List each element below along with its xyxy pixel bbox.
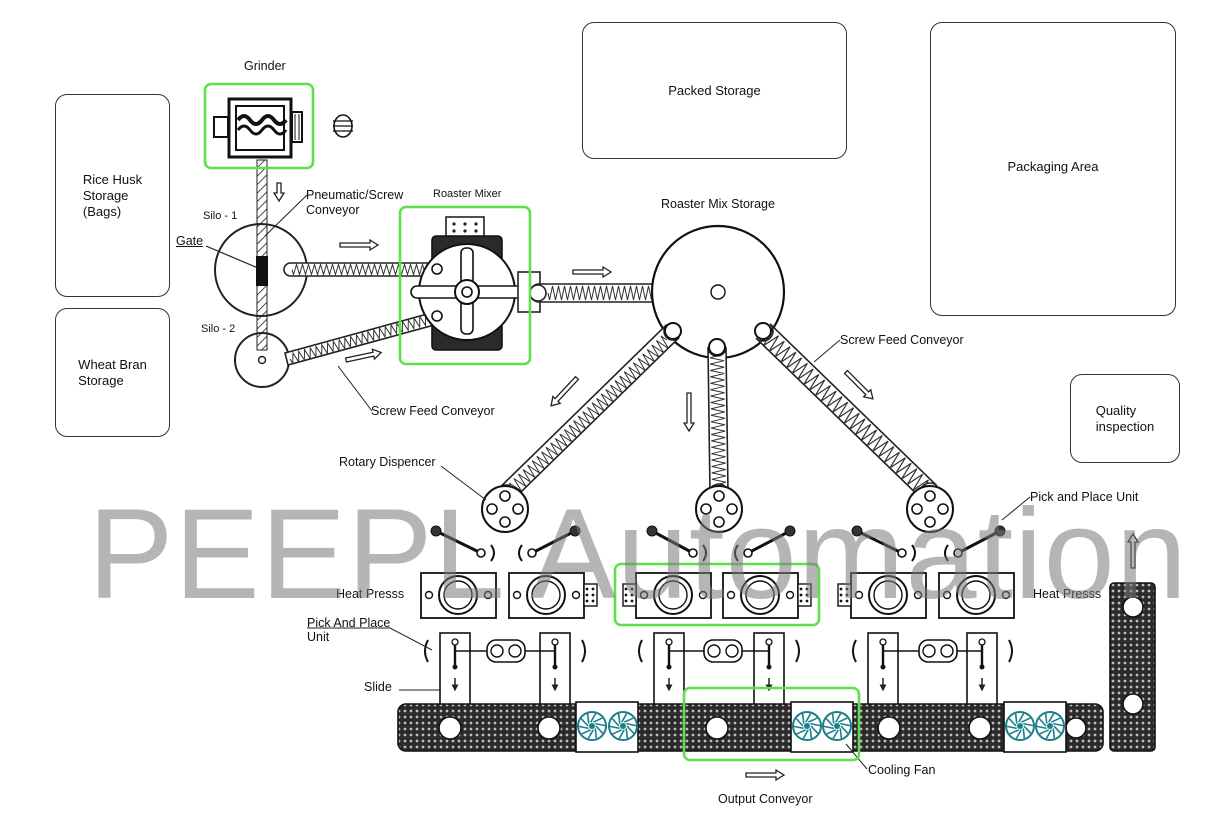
heat-press-label-left: Heat Presss (336, 587, 405, 601)
heat-press (938, 572, 1015, 619)
roaster-mixer-label: Roaster Mixer (433, 188, 502, 200)
pick-and-place-arm (430, 525, 495, 562)
pick-and-place-arm (646, 525, 707, 562)
silo-1-label: Silo - 1 (203, 210, 238, 222)
wheat-bran-storage: Wheat Bran Storage (55, 308, 170, 437)
leader-lines (264, 194, 1031, 770)
gate-block (256, 256, 268, 286)
pick-and-place-arm (734, 525, 796, 562)
screw-feed-conveyor-label-top: Screw Feed Conveyor (840, 333, 964, 347)
roaster-mixer-unit (410, 216, 541, 351)
screw-feed-conveyor-label-bottom: Screw Feed Conveyor (371, 404, 495, 418)
screw-feed-conveyors (499, 322, 938, 502)
pick-and-place-arm (518, 525, 581, 562)
cooling-fan-unit (1003, 701, 1067, 753)
output-conveyor-belt (397, 582, 1156, 752)
pick-and-place-slide-pair (638, 632, 800, 706)
gate-label: Gate (176, 234, 204, 248)
heat-press (622, 572, 712, 619)
packaging-area: Packaging Area (930, 22, 1176, 316)
flow-arrow (272, 182, 286, 203)
wheat-bran-storage-label: Wheat Bran Storage (78, 356, 147, 388)
pick-and-place-slide-pair (424, 632, 586, 706)
flow-arrow (1126, 532, 1140, 569)
rice-husk-storage: Rice Husk Storage (Bags) (55, 94, 170, 297)
pick-and-place-slide-pair (852, 632, 1013, 706)
rotary-dispenser (481, 485, 529, 533)
rotary-dispenser (695, 485, 743, 533)
flow-arrow (843, 369, 874, 400)
flow-arrow (572, 265, 613, 279)
rotary-dispenser (906, 485, 954, 533)
grinder-label: Grinder (244, 59, 286, 73)
packaging-area-label: Packaging Area (1007, 159, 1099, 174)
cooling-fan-unit (575, 701, 639, 753)
pick-and-place-arm (851, 525, 916, 562)
flow-arrow (339, 238, 380, 252)
slide-label: Slide (364, 680, 392, 694)
heat-press (837, 572, 927, 619)
heat-press (722, 572, 812, 619)
output-conveyor-label: Output Conveyor (718, 792, 813, 806)
heat-press-label-right: Heat Presss (1033, 587, 1102, 601)
flow-arrow (682, 392, 696, 433)
packed-storage: Packed Storage (582, 22, 847, 159)
flow-arrows (272, 182, 1140, 782)
heat-press (508, 572, 598, 619)
highlight-frames (203, 82, 861, 762)
flow-arrow (344, 348, 383, 363)
pick-and-place-arm (944, 525, 1006, 562)
silo-2-label: Silo - 2 (201, 323, 236, 335)
lower-pick-and-place-units (424, 632, 1013, 706)
pneumatic-conveyor-label: Pneumatic/Screw Conveyor (306, 188, 404, 217)
quality-inspection-label: Quality inspection (1095, 402, 1155, 434)
flow-arrow (745, 768, 786, 782)
heat-presses (420, 572, 1015, 619)
cooling-fan-label: Cooling Fan (868, 763, 936, 777)
roaster-mix-storage-label: Roaster Mix Storage (661, 197, 775, 211)
pick-and-place-unit-label-left: Pick And Place Unit (307, 616, 391, 644)
mixer-to-storage-conveyor (529, 283, 666, 303)
cooling-fan-unit (790, 701, 854, 753)
rotary-dispencer-label: Rotary Dispencer (339, 455, 436, 469)
rotary-dispensers (481, 485, 954, 533)
packed-storage-label: Packed Storage (668, 82, 761, 98)
flow-arrow (550, 375, 580, 407)
rice-husk-storage-label: Rice Husk Storage (Bags) (82, 171, 143, 219)
upper-pick-and-place-arms (430, 525, 1006, 562)
quality-inspection: Quality inspection (1070, 374, 1180, 463)
cooling-fans (575, 701, 1067, 753)
pneumatic-screw-conveyor (283, 262, 443, 277)
pick-and-place-unit-label-right: Pick and Place Unit (1030, 490, 1139, 504)
grinder-unit (213, 97, 303, 159)
grinder-feed-pipe (256, 159, 268, 351)
motor-icon (333, 114, 353, 138)
heat-press (420, 572, 497, 619)
